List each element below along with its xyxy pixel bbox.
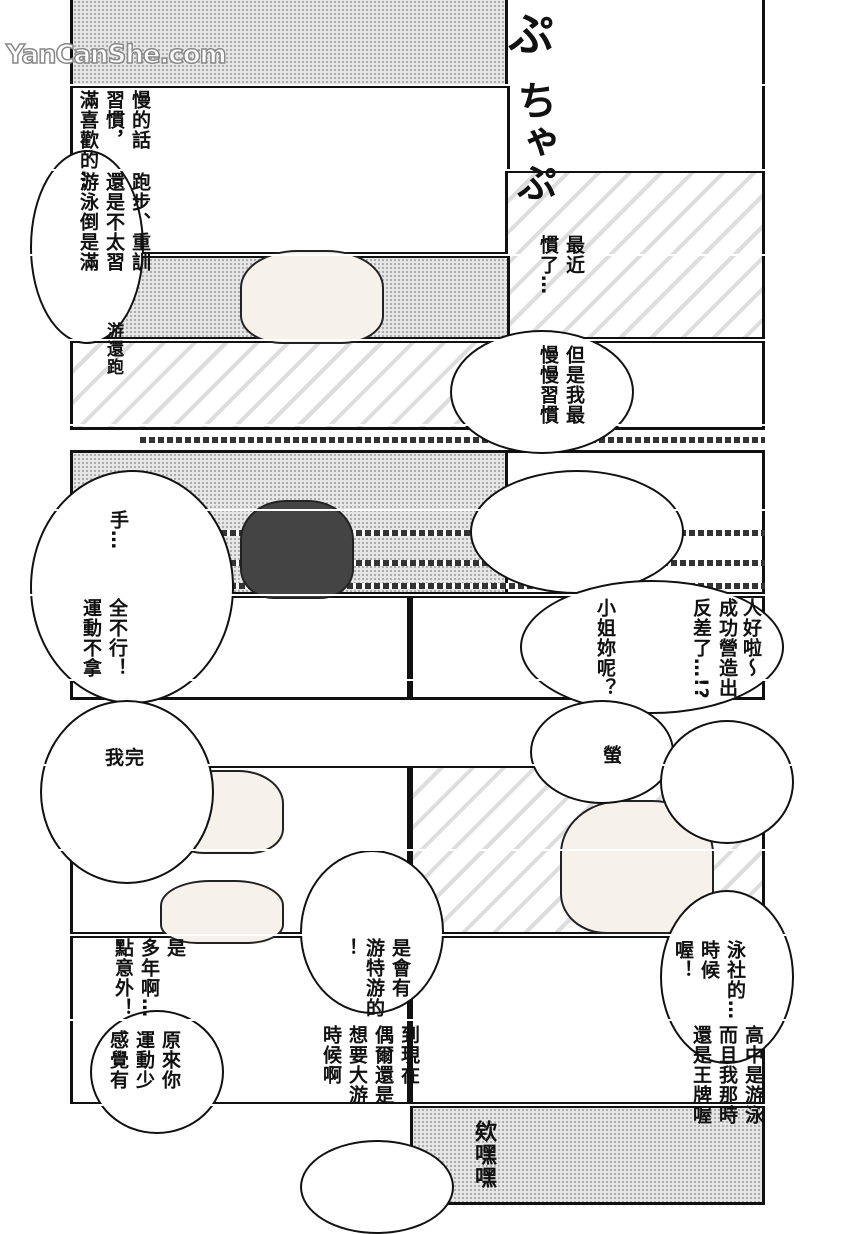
- lane-rope: [140, 560, 765, 566]
- girl-figure: [240, 500, 354, 599]
- lane-rope: [140, 530, 765, 536]
- dialogue-text: 最近 慣了…: [537, 235, 585, 295]
- dialogue-text: 慢的話 習慣， 滿喜歡的…: [77, 90, 151, 190]
- panel-sfx: [505, 0, 765, 172]
- speech-bubble: [30, 470, 234, 704]
- speech-bubble: [90, 1010, 224, 1134]
- dialogue-text: 原來你 運動少 感覺有: [107, 1030, 181, 1090]
- dialogue-text: 成功營造出 反差了…!?: [690, 598, 738, 700]
- dialogue-text: 到現在 偶爾還是 想要大游 時候啊: [320, 1025, 420, 1105]
- dialogue-text: 跑步、重訓 還是不太習 游泳倒是滿: [77, 172, 151, 272]
- watermark: YanCanShe.com: [5, 39, 227, 71]
- speech-bubble: [520, 580, 784, 714]
- dialogue-text: 全不行！ 運動不拿: [80, 598, 128, 678]
- speech-bubble: [660, 720, 794, 844]
- dialogue-text: 游還跑: [103, 322, 123, 376]
- dialogue-text: 是會有 游特游的 ！: [337, 938, 411, 1018]
- girl-goggles-face: [160, 880, 284, 944]
- dialogue-text: 手…: [107, 510, 129, 550]
- dialogue-text: 螢: [600, 745, 622, 765]
- sfx-text: ぷ: [501, 10, 555, 57]
- speech-bubble: [530, 700, 674, 804]
- lane-rope: [140, 583, 765, 589]
- speech-bubble: [300, 850, 444, 1014]
- speech-bubble: [30, 150, 144, 344]
- panel-pool-top: [70, 0, 510, 87]
- panel-bottom: [410, 1105, 765, 1205]
- panel-girl-back: [70, 340, 510, 430]
- dialogue-text: 時候 喔！: [672, 940, 720, 980]
- speech-bubble: [470, 470, 684, 594]
- speech-bubble: [300, 1140, 454, 1234]
- sfx-text: 欸嘿嘿: [471, 1120, 496, 1189]
- boy-figure: [240, 250, 384, 344]
- dialogue-text: 泳社的…: [724, 940, 746, 1020]
- dialogue-text: 但是我最 慢慢習慣: [537, 345, 585, 425]
- dialogue-text: 小姐妳呢？: [594, 598, 616, 698]
- dialogue-text: 人好啦～: [740, 598, 762, 678]
- dialogue-text: 高中是游泳 而且我那時 還是王牌喔: [690, 1025, 764, 1125]
- lane-rope: [140, 437, 765, 443]
- sfx-text: ちゃぷ: [510, 80, 556, 203]
- dialogue-text: 我完: [105, 747, 146, 769]
- speech-bubble: [40, 700, 214, 884]
- speech-bubble: [450, 330, 634, 454]
- dialogue-text: 是 多年啊… 點意外！: [112, 938, 186, 1018]
- speech-bubble: [660, 890, 794, 1064]
